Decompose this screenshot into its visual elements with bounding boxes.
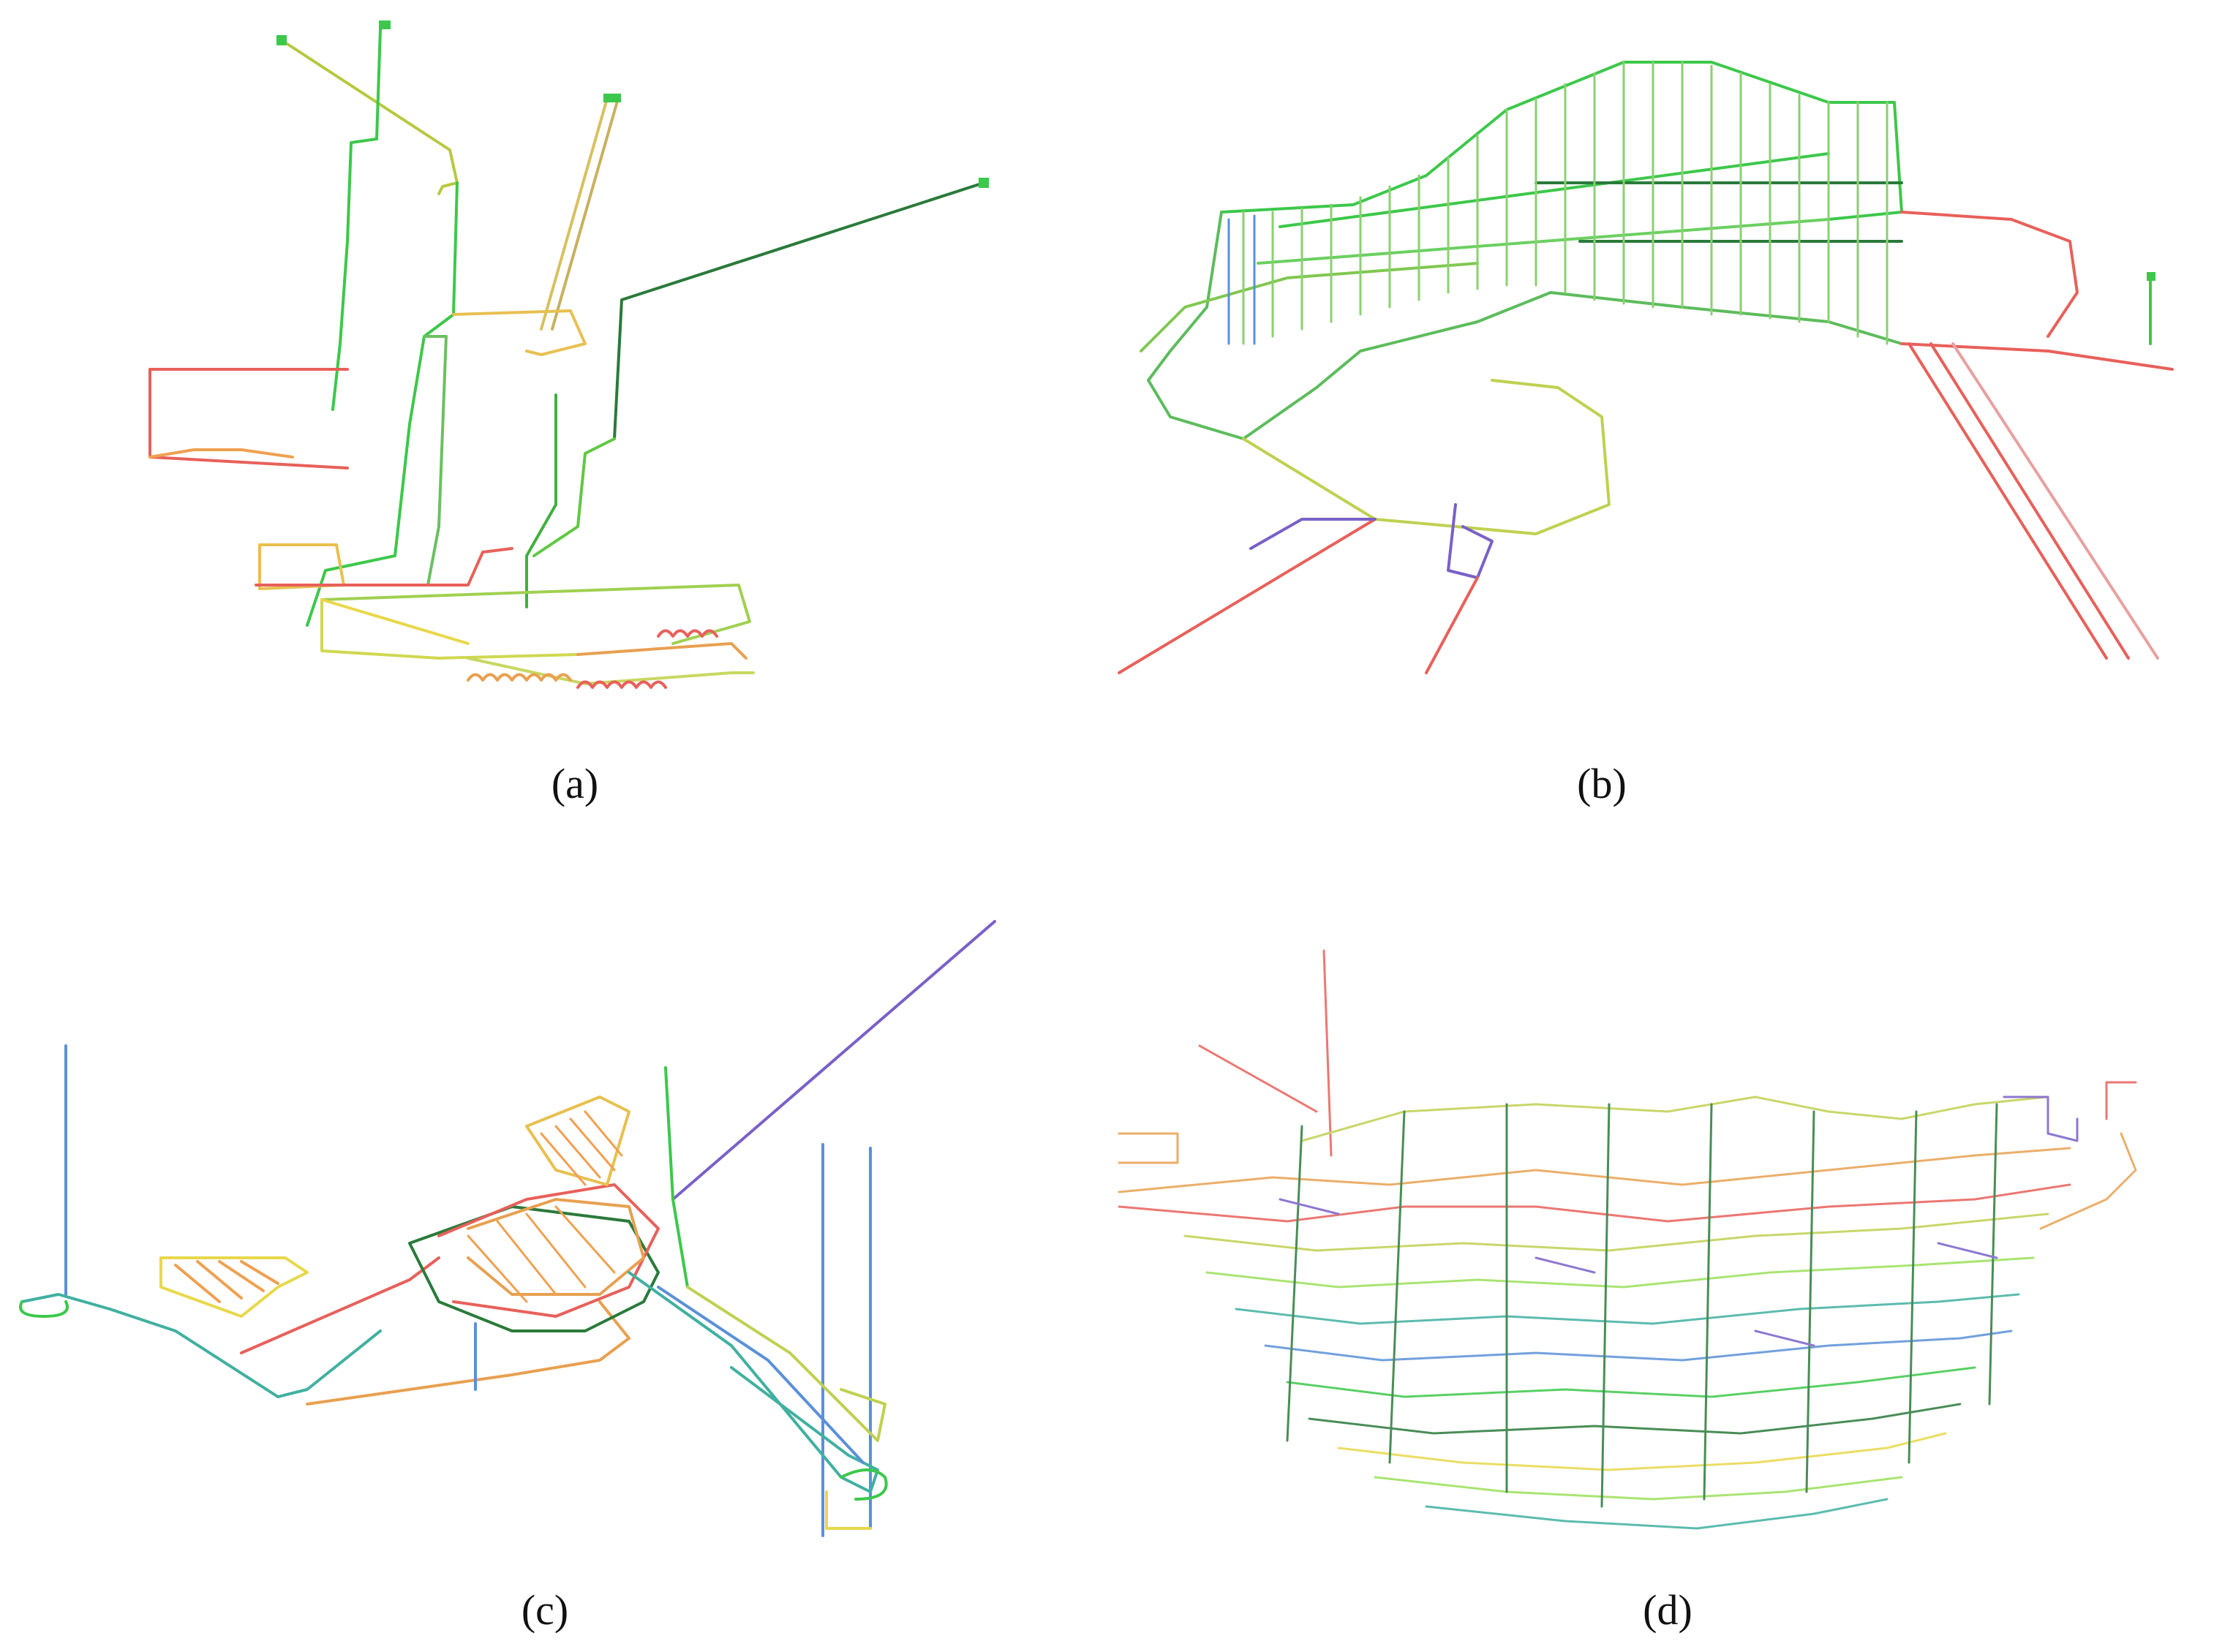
b-east-drift (1900, 342, 2174, 371)
caption-c: (c) (521, 1586, 569, 1634)
a-level-6 (576, 642, 748, 660)
d-east-drift (2039, 1132, 2137, 1230)
c-southeast-decline-1 (628, 1271, 879, 1493)
c-south-drift (306, 1300, 630, 1406)
d-level-3 (1183, 1212, 2049, 1252)
c-upper-stope (525, 1095, 630, 1186)
panel-c-network-oblique-view (0, 892, 1116, 1572)
panel-d-network-perspective-view (1097, 892, 2233, 1572)
b-southwest-ramp (1118, 518, 1377, 674)
d-level-9 (1337, 1432, 1947, 1471)
caption-d: (d) (1643, 1586, 1692, 1634)
b-purple-link (1249, 518, 1377, 550)
caption-b: (b) (1577, 760, 1627, 807)
d-level-10 (1374, 1476, 1903, 1501)
b-node (2147, 272, 2155, 281)
a-node-3 (603, 94, 621, 102)
b-south-ramp (1425, 576, 1479, 674)
d-level-2 (1118, 1183, 2071, 1223)
a-central-ring (452, 309, 587, 356)
d-west-stub (1118, 1132, 1179, 1164)
c-main-ring-3 (467, 1198, 645, 1296)
d-level-8 (1308, 1403, 1962, 1435)
panel-c-drawing (19, 920, 996, 1537)
c-west-panel-hatch (174, 1260, 279, 1303)
b-decline-2 (1929, 342, 2130, 660)
d-vertical-shaft (1322, 949, 1333, 1157)
b-blue-raises (1227, 214, 1256, 345)
panel-b-network-side-view (1097, 0, 2233, 731)
d-top-level (1300, 1095, 2049, 1142)
c-southeast-decline-3 (686, 1286, 886, 1442)
c-main-ring-1 (408, 1205, 660, 1332)
caption-a: (a) (551, 760, 599, 807)
c-stope-hatch (467, 1110, 623, 1303)
d-east-loop (2003, 1095, 2079, 1142)
a-branch-northwest (280, 39, 459, 195)
a-west-block (148, 368, 349, 469)
d-level-4 (1205, 1256, 2035, 1289)
d-level-1 (1118, 1147, 2071, 1193)
a-central-ramp (306, 181, 459, 627)
c-west-loop (19, 1300, 69, 1318)
panel-a-drawing (148, 20, 989, 689)
b-level-1 (1279, 152, 1830, 228)
c-main-ring-2 (437, 1183, 660, 1318)
a-node-4 (979, 178, 989, 188)
a-level-1 (258, 543, 345, 590)
a-west-block-inner (148, 448, 294, 459)
d-east-stub (2105, 1081, 2137, 1120)
a-level-2 (255, 547, 513, 587)
a-east-link (532, 437, 616, 557)
a-level-5 (467, 657, 755, 685)
d-level-7 (1286, 1366, 1976, 1398)
a-node-2 (379, 20, 391, 29)
c-long-incline (671, 920, 996, 1201)
c-southeast-loop (840, 1468, 888, 1501)
c-red-incline (240, 1256, 440, 1354)
panel-b-drawing (1118, 61, 2174, 674)
d-level-5 (1235, 1293, 2020, 1325)
b-decline-3 (1951, 342, 2159, 660)
c-southeast-stub (825, 1490, 872, 1530)
b-lower-outline (1147, 211, 1903, 440)
d-level-6 (1264, 1329, 2013, 1362)
a-node-1 (276, 35, 287, 45)
a-branch-east (613, 181, 985, 440)
a-branch-north (331, 24, 385, 411)
c-west-panel (159, 1256, 309, 1318)
a-shaft-1 (540, 97, 609, 331)
a-central-decline (423, 335, 448, 587)
a-coil-2 (576, 680, 667, 689)
d-raises (1286, 1103, 1998, 1508)
a-coil-1 (467, 673, 572, 682)
a-level-4 (320, 598, 579, 660)
b-south-loop-2 (1447, 503, 1494, 579)
a-diagonal (320, 598, 470, 645)
c-west-drift (20, 1293, 382, 1398)
b-west-arm (1140, 262, 1479, 352)
b-level-2 (1257, 218, 1830, 265)
a-shaft-2 (551, 97, 620, 331)
c-southeast-decline-2 (657, 1286, 865, 1464)
panel-a-network-plan-view (0, 0, 1116, 731)
a-east-decline (525, 393, 557, 608)
b-south-loop (1242, 379, 1611, 535)
b-vertical-raises (1242, 61, 1889, 345)
d-purple-segments (1279, 1198, 1998, 1347)
a-coil-3 (657, 629, 718, 638)
c-central-shaft (664, 1066, 689, 1289)
b-decline-1 (1908, 342, 2108, 660)
d-northwest-incline (1198, 1044, 1318, 1113)
b-east-branch (1900, 211, 2079, 338)
d-level-11 (1425, 1498, 1889, 1530)
panel-d-drawing (1118, 949, 2137, 1530)
